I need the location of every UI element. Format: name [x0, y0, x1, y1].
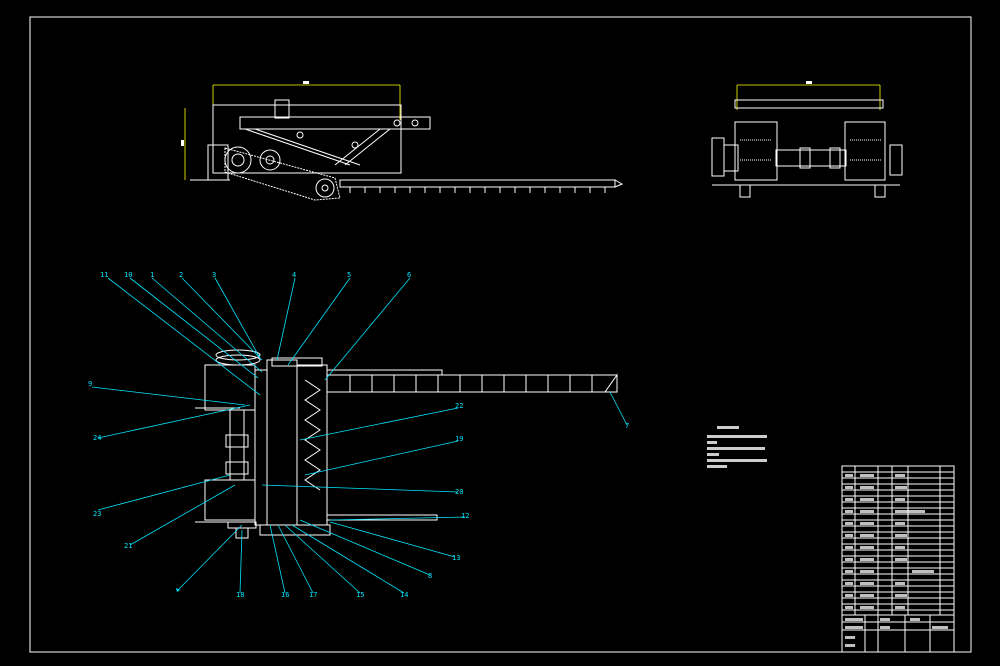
- drawing-border: [29, 16, 972, 653]
- part-label-10: 10: [124, 271, 132, 279]
- part-label-21: 21: [124, 542, 132, 550]
- part-label-20: 20: [455, 488, 463, 496]
- part-label-15: 15: [356, 591, 364, 599]
- part-label-24: 24: [93, 434, 101, 442]
- part-label-5: 5: [347, 271, 351, 279]
- conveyor-segments: [349, 375, 593, 392]
- part-label-17: 17: [309, 591, 317, 599]
- part-label-1: 1: [150, 271, 154, 279]
- part-label-22: 22: [455, 402, 463, 410]
- part-label-9: 9: [88, 380, 92, 388]
- side-elevation-view: [181, 81, 624, 201]
- title-block: [841, 465, 955, 653]
- end-view: [711, 81, 903, 198]
- conveyor-teeth: [349, 187, 606, 193]
- part-label-11: 11: [100, 271, 108, 279]
- part-label-2: 2: [179, 271, 183, 279]
- part-label-4: 4: [292, 271, 296, 279]
- part-label-18: 18: [236, 591, 244, 599]
- part-number-labels: 11 10 1 2 3 4 5 6 9 22 24 19 20 23 21 12…: [88, 271, 629, 599]
- parts-list-cell-marks: [845, 474, 948, 647]
- part-label-14: 14: [400, 591, 408, 599]
- part-label-23: 23: [93, 510, 101, 518]
- part-label-12: 12: [461, 512, 469, 520]
- plan-view: 11 10 1 2 3 4 5 6 9 22 24 19 20 23 21 12…: [88, 271, 629, 599]
- part-label-16: 16: [281, 591, 289, 599]
- part-label-13: 13: [452, 554, 460, 562]
- parts-list-rows: [842, 471, 954, 631]
- technical-notes: [707, 426, 767, 468]
- part-label-3: 3: [212, 271, 216, 279]
- leader-lines: [91, 277, 628, 594]
- part-label-7: 7: [625, 422, 629, 430]
- part-label-6: 6: [407, 271, 411, 279]
- part-label-19: 19: [455, 435, 463, 443]
- part-label-8: 8: [428, 572, 432, 580]
